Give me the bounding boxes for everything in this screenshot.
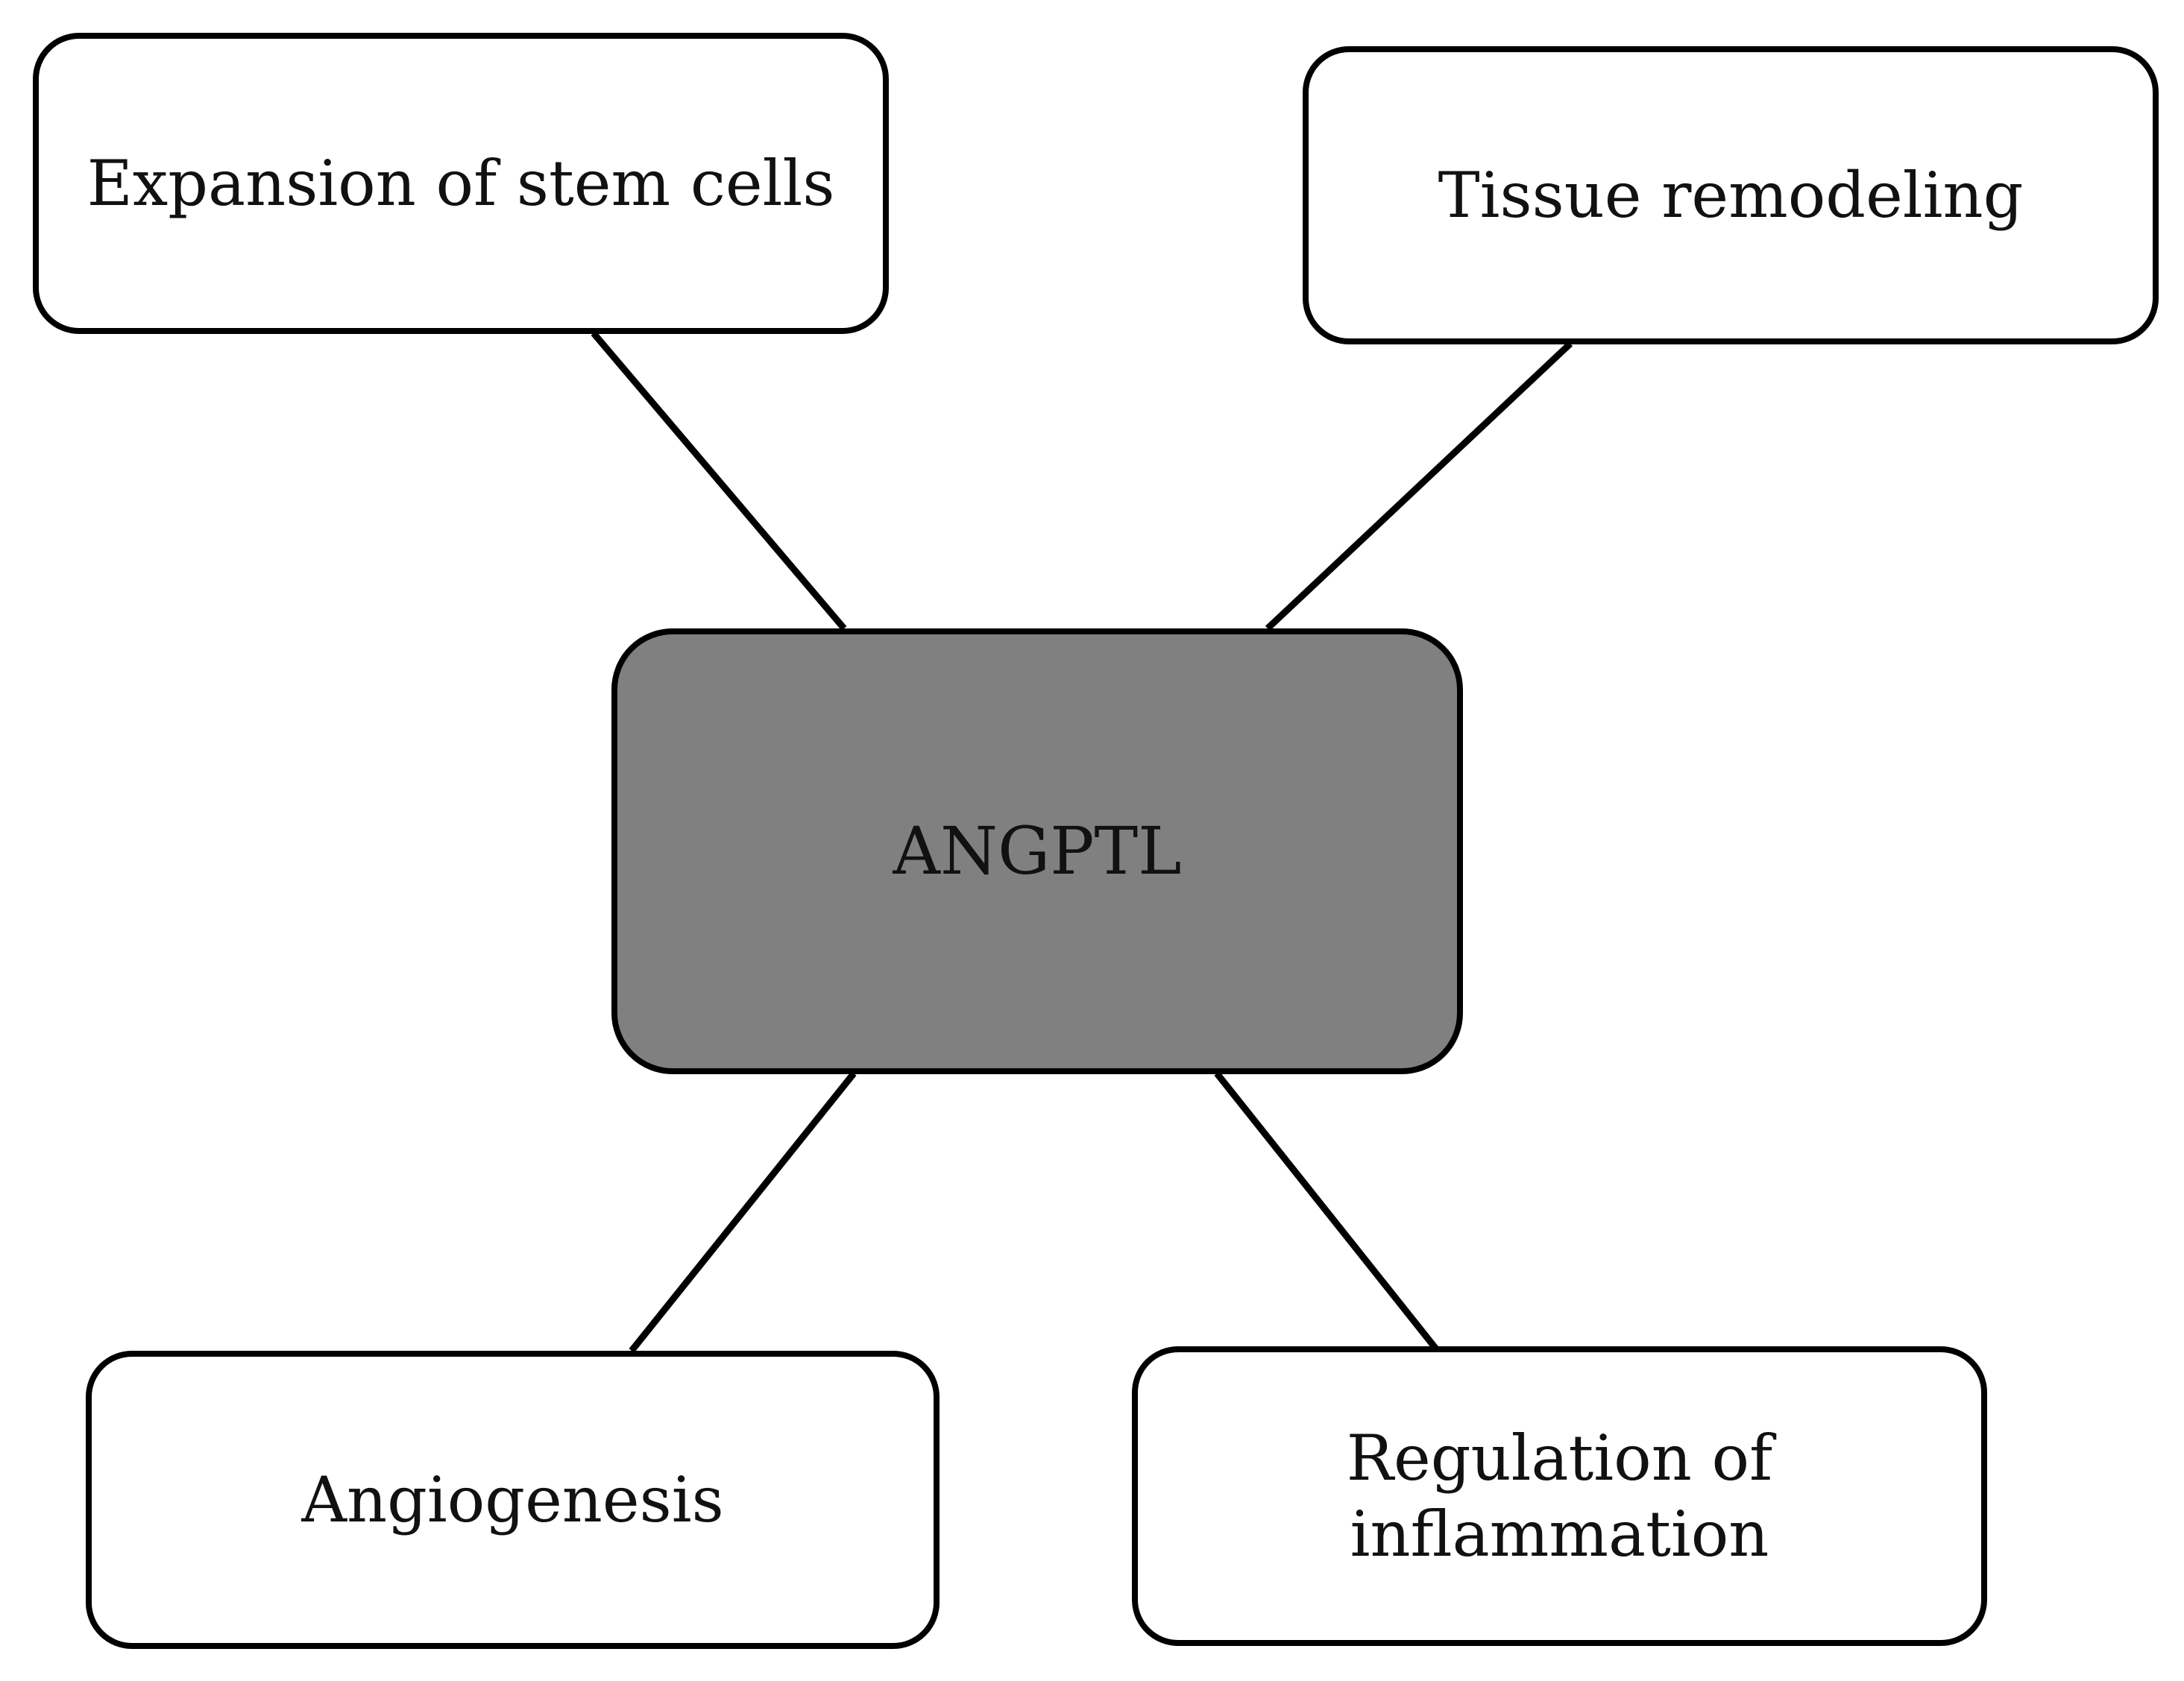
node-angiogenesis: Angiogenesis	[86, 1351, 940, 1649]
connector-stem-cells	[591, 331, 847, 631]
node-label: Regulation of inflammation	[1346, 1421, 1773, 1571]
node-label: Tissue remodeling	[1438, 158, 2024, 232]
node-tissue-remodeling: Tissue remodeling	[1303, 46, 2159, 344]
connector-inflammation	[1214, 1071, 1441, 1353]
center-label: ANGPTL	[893, 813, 1182, 890]
connector-tissue-remodeling	[1265, 341, 1573, 631]
node-angptl: ANGPTL	[611, 628, 1463, 1074]
node-regulation-of-inflammation: Regulation of inflammation	[1132, 1346, 1987, 1646]
node-label: Expansion of stem cells	[86, 146, 835, 220]
node-label: Angiogenesis	[301, 1463, 724, 1536]
connector-angiogenesis	[629, 1071, 857, 1353]
node-expansion-of-stem-cells: Expansion of stem cells	[33, 33, 889, 334]
